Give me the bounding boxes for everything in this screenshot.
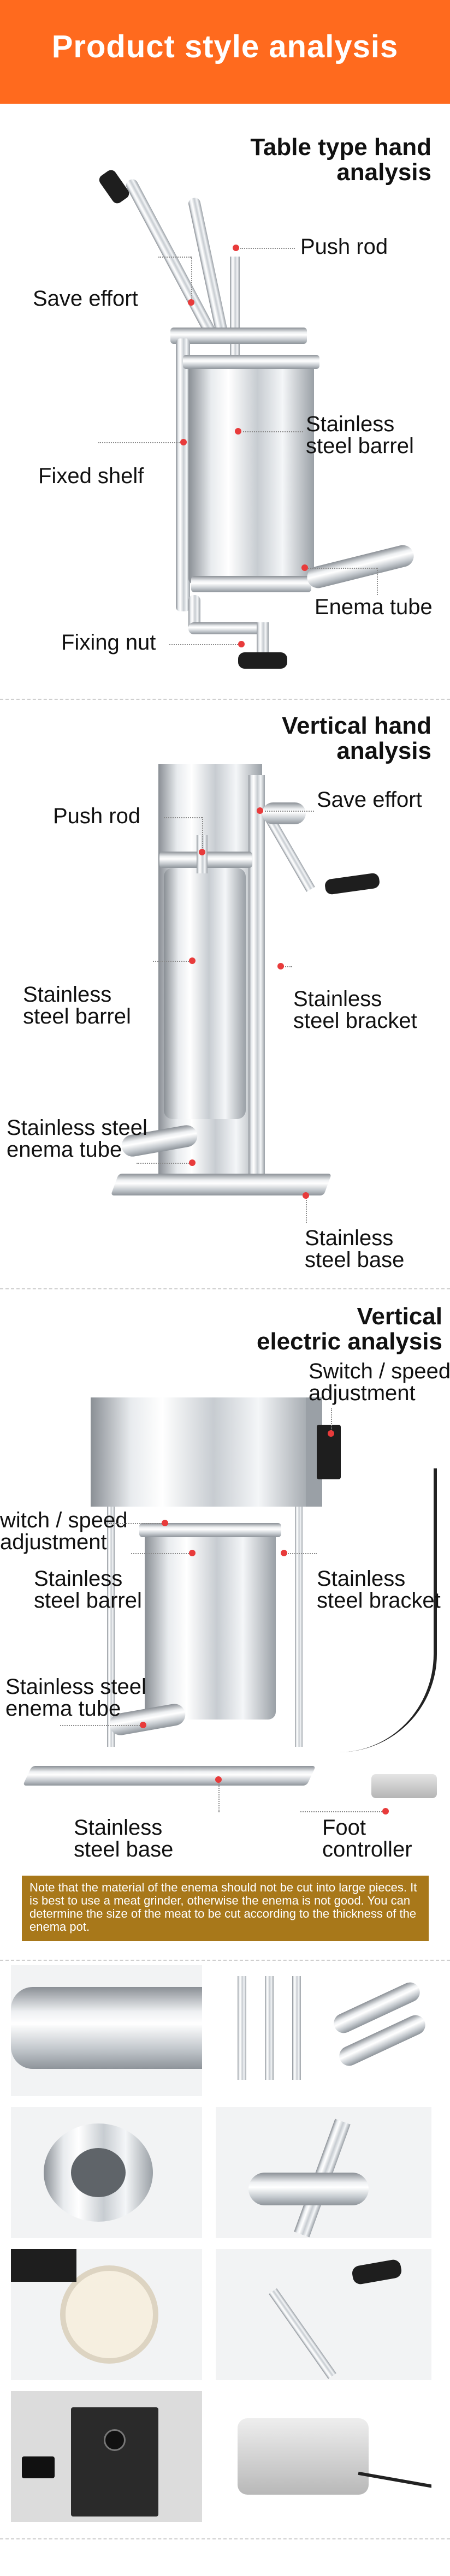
table-type-grinder-image xyxy=(0,0,450,693)
label-save-effort: Save effort xyxy=(33,287,138,311)
section-title-table-type: Table type hand analysis xyxy=(250,134,431,186)
label-steel-bracket: Stainless steel bracket xyxy=(293,987,417,1033)
label-save-effort-2: Save effort xyxy=(317,788,422,812)
bottom-divider xyxy=(0,2538,450,2539)
label-steel-base-2: Stainless steel base xyxy=(74,1816,174,1861)
enema-note: Note that the material of the enema shou… xyxy=(22,1876,429,1941)
label-switch-speed-left: witch / speed adjustment xyxy=(0,1508,128,1554)
section-divider-2 xyxy=(0,1288,450,1289)
photo-hand-crank xyxy=(216,2249,431,2380)
photo-barrel-opening xyxy=(11,2107,202,2238)
photo-enema-tubes xyxy=(216,1965,431,2096)
label-steel-barrel-3: Stainless steel barrel xyxy=(34,1567,142,1613)
photo-crank-gear xyxy=(216,2107,431,2238)
label-steel-bracket-2: Stainless steel bracket xyxy=(317,1567,441,1613)
vertical-hand-grinder-image xyxy=(110,764,381,1195)
photo-control-panel xyxy=(11,2391,202,2522)
label-fixed-shelf: Fixed shelf xyxy=(38,464,144,488)
label-steel-barrel-2: Stainless steel barrel xyxy=(23,983,131,1028)
label-switch-speed-right: Switch / speed adjustment xyxy=(309,1359,450,1405)
label-foot-controller: Foot controller xyxy=(322,1816,412,1861)
page-title: Product style analysis xyxy=(51,29,399,64)
label-enema-tube-2: Stainless steel enema tube xyxy=(7,1116,147,1162)
section-divider xyxy=(0,699,450,700)
label-steel-base: Stainless steel base xyxy=(305,1226,405,1272)
section-title-vertical-hand: Vertical hand analysis xyxy=(282,712,431,764)
photo-barrel-closeup xyxy=(11,1965,202,2096)
label-enema-tube-3: Stainless steel enema tube xyxy=(5,1675,146,1721)
header-banner: Product style analysis xyxy=(0,0,450,104)
gallery-divider xyxy=(0,1960,450,1961)
label-push-rod: Push rod xyxy=(300,235,388,259)
label-steel-barrel: Stainless steel barrel xyxy=(306,412,414,458)
section-title-vertical-electric: Vertical electric analysis xyxy=(256,1303,442,1355)
label-push-rod-2: Push rod xyxy=(53,804,141,828)
label-fixing-nut: Fixing nut xyxy=(61,630,156,655)
photo-piston xyxy=(11,2249,202,2380)
photo-foot-pedal xyxy=(216,2391,431,2522)
label-enema-tube: Enema tube xyxy=(315,595,433,619)
